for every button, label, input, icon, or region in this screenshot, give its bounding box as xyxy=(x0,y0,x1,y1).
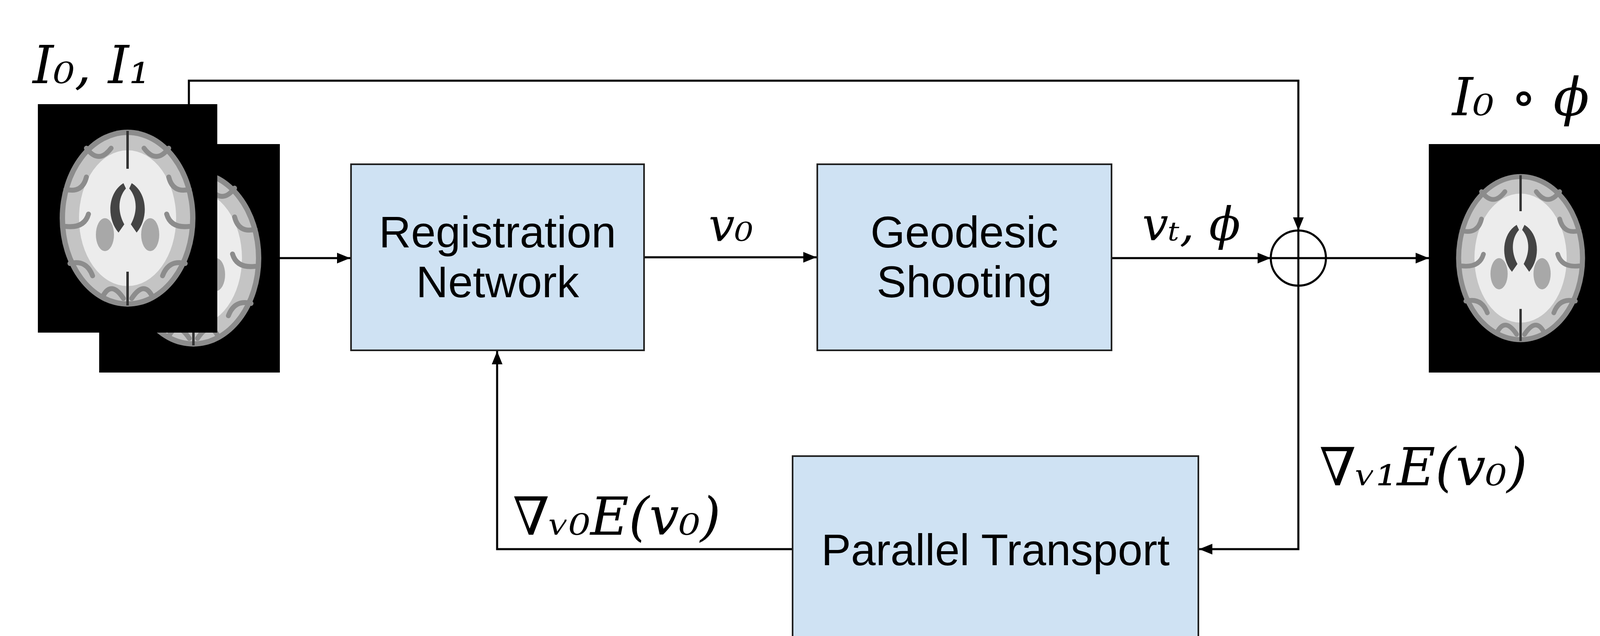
image-panel xyxy=(1428,144,1600,373)
arrow-connector xyxy=(497,351,792,549)
process-box: Parallel Transport xyxy=(791,455,1200,636)
process-box: Geodesic Shooting xyxy=(816,163,1113,352)
math-label: I₀, I₁ xyxy=(30,37,153,93)
box-label: Registration Network xyxy=(365,207,631,307)
output-arrow xyxy=(1325,257,1429,260)
box-label: Parallel Transport xyxy=(821,525,1170,575)
image-panel xyxy=(37,104,218,333)
flow-arrow xyxy=(1112,257,1271,260)
process-box: Registration Network xyxy=(350,163,645,352)
box-label: Geodesic Shooting xyxy=(831,207,1098,307)
input-arrow xyxy=(279,257,351,260)
edge-label: v₀ xyxy=(706,201,756,250)
brain-image xyxy=(59,129,196,307)
edge-label: ∇ᵥ₀E(v₀) xyxy=(510,488,724,545)
math-label: ∇ᵥ₁E(v₀) xyxy=(1316,439,1530,495)
arrow-connector xyxy=(644,256,817,259)
sum-circle xyxy=(1270,230,1326,286)
plus-symbol xyxy=(1270,230,1326,286)
brain-image xyxy=(1455,174,1586,343)
gradient-arrow xyxy=(1199,285,1299,549)
math-label: I₀ ∘ ϕ xyxy=(1449,69,1592,125)
math-label: vₜ, ϕ xyxy=(1139,200,1243,249)
